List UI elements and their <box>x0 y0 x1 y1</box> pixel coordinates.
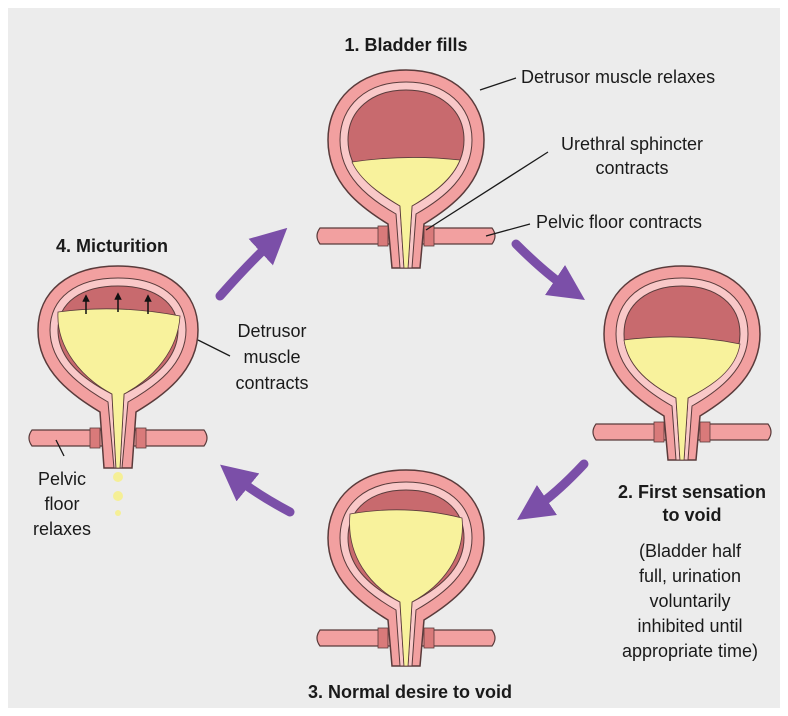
stage-2-note-line-1: (Bladder half <box>639 541 742 561</box>
stage-2-title-line-2: to void <box>663 505 722 525</box>
urine-drop-2 <box>113 491 123 501</box>
stage-1-bladder <box>317 70 495 268</box>
label-detrusor-contracts-1: Detrusor <box>237 321 306 341</box>
sphincter-right <box>424 226 434 246</box>
stage-2-bladder <box>593 266 771 460</box>
urine-drop-3 <box>115 510 121 516</box>
sphincter-left <box>378 226 388 246</box>
stage-1-title: 1. Bladder fills <box>344 35 467 55</box>
stage-2-note-line-5: appropriate time) <box>622 641 758 661</box>
stage-2-note-line-3: voluntarily <box>649 591 730 611</box>
stage-2-note-line-2: full, urination <box>639 566 741 586</box>
stage-4-bladder <box>29 266 207 468</box>
label-detrusor-relaxes: Detrusor muscle relaxes <box>521 67 715 87</box>
label-pelvic-floor-relaxes-2: floor <box>44 494 79 514</box>
stage-4-title: 4. Micturition <box>56 236 168 256</box>
stage-2-note-line-4: inhibited until <box>637 616 742 636</box>
stage-3-title: 3. Normal desire to void <box>308 682 512 702</box>
label-sphincter-line-2: contracts <box>595 158 668 178</box>
label-sphincter-line-1: Urethral sphincter <box>561 134 703 154</box>
label-pelvic-floor-relaxes-3: relaxes <box>33 519 91 539</box>
stage-2-title-line-1: 2. First sensation <box>618 482 766 502</box>
label-pelvic-floor-relaxes-1: Pelvic <box>38 469 86 489</box>
label-pelvic-floor-contracts: Pelvic floor contracts <box>536 212 702 232</box>
urine-drop-1 <box>113 472 123 482</box>
label-detrusor-contracts-2: muscle <box>243 347 300 367</box>
label-detrusor-contracts-3: contracts <box>235 373 308 393</box>
stage-3-bladder <box>317 470 495 666</box>
